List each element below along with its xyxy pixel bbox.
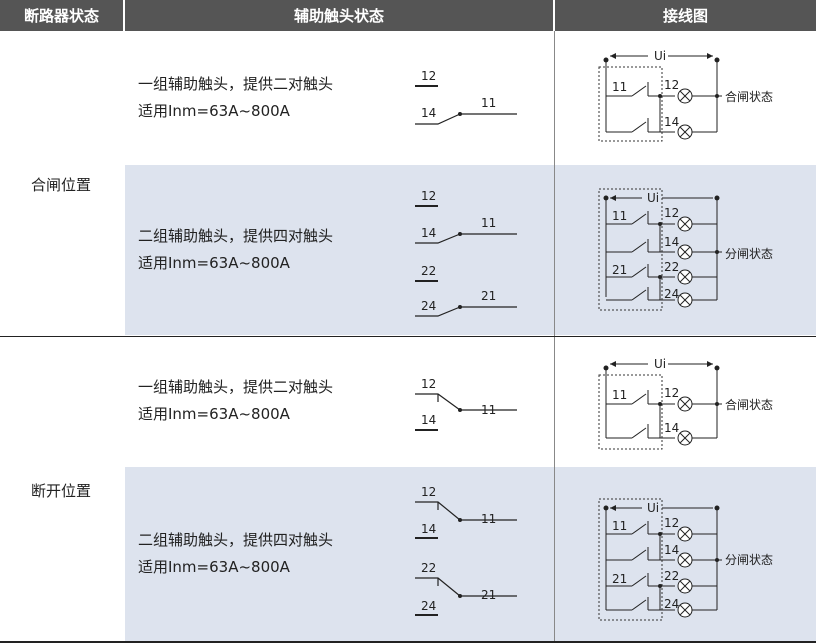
contact-label: 22 [664,260,679,274]
terminal-label: 14 [421,106,436,120]
terminal-label: 14 [421,226,436,240]
terminal-label: 22 [421,264,436,278]
wiring-diagram: Ui 11 12 14 21 22 24 分闸状态 [598,188,773,311]
voltage-label: Ui [654,49,666,63]
section-divider [0,336,816,337]
contact-label: 24 [664,597,679,611]
contact-description: 一组辅助触头，提供二对触头 适用Inm=63A~800A [138,378,334,423]
terminal-label: 22 [421,561,436,575]
terminal-label: 11 [481,96,496,110]
terminal-label: 24 [421,299,436,313]
wiring-state-label: 合闸状态 [725,397,773,412]
breaker-state-closed: 合闸位置 [31,176,92,194]
wiring-diagram: Ui 11 12 合闸状态 14 [598,49,773,142]
contact-label: 11 [612,209,627,223]
terminal-label: 11 [481,512,496,526]
voltage-label: Ui [647,501,659,515]
contact-label: 14 [664,543,679,557]
contact-description: 二组辅助触头，提供四对触头 适用Inm=63A~800A [138,227,334,272]
contact-label: 24 [664,287,679,301]
wiring-state-label: 分闸状态 [725,247,773,261]
terminal-label: 12 [421,69,436,83]
contact-label: 21 [612,572,627,586]
voltage-label: Ui [647,191,659,205]
header-aux-contact-state: 辅助触头状态 [125,0,553,31]
terminal-label: 11 [481,403,496,417]
contact-label: 14 [664,115,679,129]
terminal-label: 21 [481,588,496,602]
column-divider [554,31,555,643]
voltage-label: Ui [654,357,666,371]
contact-symbol-open-single: 12 11 14 [415,377,517,431]
contact-symbol-open-double: 12 11 14 22 21 24 [415,485,517,616]
contact-label: 12 [664,78,679,92]
terminal-label: 14 [421,413,436,427]
wiring-diagram: Ui 11 12 合闸状态 14 [598,357,773,450]
terminal-label: 12 [421,377,436,391]
terminal-label: 14 [421,522,436,536]
wiring-diagram: Ui 11 12 14 21 22 24 分闸状态 [598,498,773,621]
wiring-state-label: 合闸状态 [725,89,773,104]
header-wiring-diagram: 接线图 [555,0,816,31]
row-shade [125,467,816,641]
column-divider [124,0,125,643]
terminal-label: 11 [481,216,496,230]
contact-label: 12 [664,206,679,220]
contact-description: 二组辅助触头，提供四对触头 适用Inm=63A~800A [138,531,334,576]
contact-label: 14 [664,421,679,435]
table-bottom-border [0,641,816,643]
wiring-state-label: 分闸状态 [725,553,773,567]
contact-label: 21 [612,263,627,277]
contact-label: 11 [612,519,627,533]
contact-symbol-closed-double: 12 14 11 22 24 21 [415,189,517,317]
terminal-label: 21 [481,289,496,303]
terminal-label: 12 [421,189,436,203]
header-breaker-state: 断路器状态 [0,0,123,31]
contact-label: 14 [664,235,679,249]
contact-label: 12 [664,516,679,530]
contact-description: 一组辅助触头，提供二对触头 适用Inm=63A~800A [138,75,334,120]
contact-symbol-closed-single: 12 14 11 [415,69,517,125]
column-divider [554,0,555,31]
terminal-label: 24 [421,599,436,613]
contact-label: 11 [612,80,627,94]
terminal-label: 12 [421,485,436,499]
breaker-state-open: 断开位置 [31,482,92,500]
contact-label: 22 [664,569,679,583]
contact-label: 12 [664,386,679,400]
contact-label: 11 [612,388,627,402]
